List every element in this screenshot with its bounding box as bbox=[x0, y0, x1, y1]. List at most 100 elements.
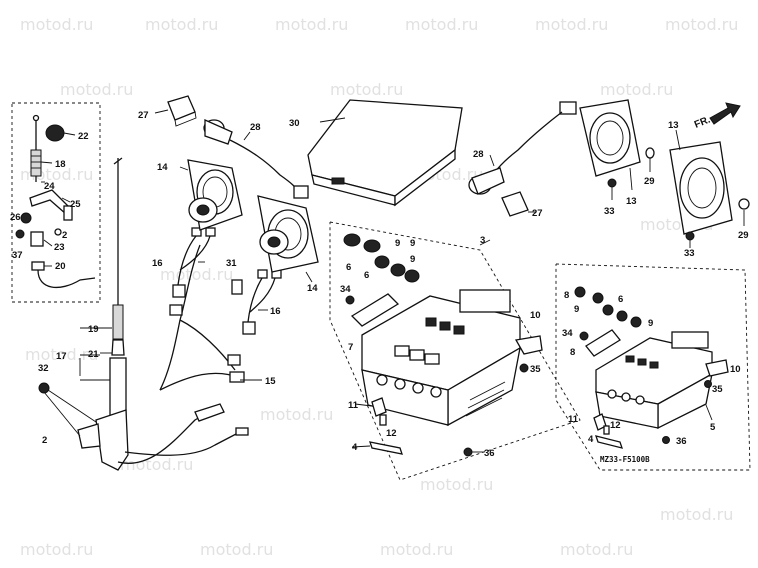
unit-display-cell bbox=[439, 321, 451, 331]
bolt-25 bbox=[63, 205, 73, 221]
watermark-layer: motod.ru motod.ru motod.ru motod.ru moto… bbox=[20, 15, 738, 559]
watermark: motod.ru bbox=[535, 15, 608, 34]
connector-31 bbox=[231, 279, 243, 295]
unit-back-housing bbox=[459, 289, 511, 313]
screw-35 bbox=[704, 380, 712, 388]
cable-28-right bbox=[468, 101, 577, 195]
callout-14: 14 bbox=[157, 162, 168, 173]
callout-31: 31 bbox=[226, 258, 237, 269]
cable-connector bbox=[293, 185, 309, 199]
speaker-14-upper bbox=[179, 159, 243, 231]
cover-30 bbox=[307, 99, 463, 207]
callout-27: 27 bbox=[532, 208, 543, 219]
callout-37: 37 bbox=[12, 250, 23, 261]
callout-14: 14 bbox=[307, 283, 318, 294]
callout-19: 19 bbox=[88, 324, 99, 335]
callout-12: 12 bbox=[610, 420, 621, 431]
callout-22: 22 bbox=[78, 131, 89, 142]
trim-8 bbox=[585, 329, 621, 357]
watermark: motod.ru bbox=[120, 455, 193, 474]
bracket-10 bbox=[514, 335, 543, 355]
terminal bbox=[205, 227, 216, 237]
watermark: motod.ru bbox=[20, 15, 93, 34]
screw-33 bbox=[685, 231, 695, 241]
antenna-cable bbox=[117, 409, 213, 464]
callout-7: 7 bbox=[348, 342, 353, 353]
knob-9 bbox=[374, 255, 390, 269]
mount-clamp-2 bbox=[77, 423, 101, 449]
callout-17: 17 bbox=[56, 351, 67, 362]
callout-4: 4 bbox=[352, 442, 358, 453]
watermark: motod.ru bbox=[145, 15, 218, 34]
callout-35: 35 bbox=[712, 384, 723, 395]
screw-36 bbox=[463, 447, 473, 457]
callout-29: 29 bbox=[738, 230, 749, 241]
unit-display-cell bbox=[425, 317, 437, 327]
callout-30: 30 bbox=[289, 118, 300, 129]
watermark: motod.ru bbox=[560, 540, 633, 559]
connector-27-left bbox=[154, 95, 197, 127]
antenna-parts-box bbox=[11, 102, 101, 303]
callout-35: 35 bbox=[530, 364, 541, 375]
callout-36: 36 bbox=[676, 436, 687, 447]
watermark: motod.ru bbox=[260, 405, 333, 424]
knob-9 bbox=[404, 269, 420, 283]
callout-10: 10 bbox=[730, 364, 741, 375]
watermark: motod.ru bbox=[420, 475, 493, 494]
callout-9: 9 bbox=[395, 238, 400, 249]
screw-33 bbox=[607, 178, 617, 188]
sub-harness-plug bbox=[242, 321, 256, 335]
strip-4 bbox=[369, 441, 403, 455]
callout-labels: 22 18 24 25 26 2 23 37 20 19 17 21 32 2 … bbox=[10, 110, 749, 459]
screw-35 bbox=[519, 363, 529, 373]
cable bbox=[229, 139, 301, 197]
callout-2: 2 bbox=[62, 230, 67, 241]
callout-34: 34 bbox=[340, 284, 351, 295]
harness-branch bbox=[179, 319, 236, 371]
unit-button bbox=[424, 353, 440, 365]
knob-9 bbox=[602, 304, 614, 316]
callout-5: 5 bbox=[710, 422, 716, 433]
connector-body bbox=[167, 95, 196, 121]
unit-button bbox=[409, 349, 425, 361]
harness-connector bbox=[229, 371, 245, 383]
unit-button bbox=[394, 345, 410, 357]
cable bbox=[494, 111, 563, 173]
bolt-32 bbox=[38, 382, 50, 394]
unit-knob-socket bbox=[607, 389, 617, 399]
callout-11: 11 bbox=[348, 400, 359, 411]
unit-knob-socket bbox=[394, 378, 406, 390]
callout-9: 9 bbox=[574, 304, 579, 315]
nut-29 bbox=[738, 198, 750, 210]
callout-8: 8 bbox=[564, 290, 569, 301]
collar-23 bbox=[30, 231, 44, 247]
terminal bbox=[191, 227, 202, 237]
harness-main bbox=[159, 372, 241, 391]
direction-label: FR. bbox=[693, 114, 712, 130]
callout-11: 11 bbox=[568, 414, 579, 425]
speaker-13-lower bbox=[669, 129, 750, 248]
callout-9: 9 bbox=[410, 254, 415, 265]
unit-knob-socket bbox=[412, 382, 424, 394]
clip-11 bbox=[371, 397, 387, 417]
dashed-frame bbox=[555, 263, 751, 471]
antenna-assembly bbox=[38, 157, 249, 471]
trim-7 bbox=[350, 293, 400, 327]
unit-knob-socket bbox=[621, 392, 631, 402]
speaker-14-lower bbox=[257, 195, 319, 283]
clip-12 bbox=[379, 414, 387, 426]
knob-9 bbox=[616, 310, 628, 322]
antenna-base-nut bbox=[111, 339, 125, 356]
front-direction-arrow: FR. bbox=[693, 102, 741, 131]
watermark: motod.ru bbox=[160, 265, 233, 284]
antenna-mount bbox=[95, 409, 129, 471]
cable-28-left bbox=[203, 118, 309, 199]
callout-6: 6 bbox=[346, 262, 351, 273]
watermark: motod.ru bbox=[60, 80, 133, 99]
watermark: motod.ru bbox=[380, 540, 453, 559]
sub-harness-plug bbox=[172, 284, 186, 298]
callout-27: 27 bbox=[138, 110, 149, 121]
callout-20: 20 bbox=[55, 261, 66, 272]
